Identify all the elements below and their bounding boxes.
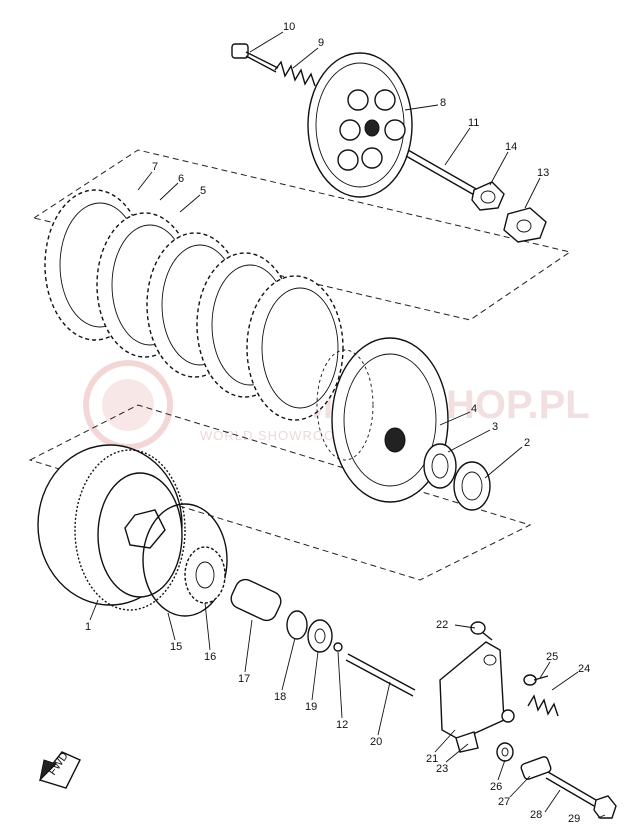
callout-1: 1 — [85, 621, 91, 633]
leader-lines — [89, 31, 606, 819]
callout-6: 6 — [178, 173, 184, 185]
washer-18 — [286, 610, 308, 640]
callout-29: 29 — [568, 813, 580, 824]
nut-29 — [593, 795, 617, 819]
callout-10: 10 — [283, 21, 295, 33]
screw-25 — [523, 674, 549, 686]
callout-8: 8 — [440, 97, 446, 109]
spring-bolt — [231, 43, 279, 73]
adjust-screw-28 — [545, 771, 597, 807]
clutch-spring — [274, 60, 316, 87]
clutch-boss — [316, 337, 449, 503]
callout-9: 9 — [318, 37, 324, 49]
washer-3 — [423, 443, 457, 489]
callout-labels: 10 9 8 11 14 13 7 6 5 4 3 2 1 15 16 17 1… — [85, 21, 590, 824]
watermark-logo-core — [102, 379, 154, 431]
o-ring-15 — [142, 503, 228, 617]
callout-19: 19 — [305, 701, 317, 713]
top-group-outline — [32, 149, 572, 321]
bracket-23 — [455, 731, 479, 753]
callout-26: 26 — [490, 781, 502, 793]
thrust-plate-2 — [453, 461, 491, 511]
callout-23: 23 — [436, 763, 448, 775]
gear-16 — [184, 546, 226, 604]
screw-22 — [470, 621, 493, 641]
callout-25: 25 — [546, 651, 558, 663]
callout-11: 11 — [468, 117, 479, 129]
push-rod-20 — [345, 653, 416, 697]
ball-12 — [333, 642, 343, 652]
callout-20: 20 — [370, 736, 382, 748]
callout-7: 7 — [152, 161, 158, 173]
adjuster-27 — [520, 756, 552, 780]
spring-24 — [527, 694, 559, 717]
push-rod-assembly — [405, 149, 547, 243]
callout-15: 15 — [170, 641, 182, 653]
callout-16: 16 — [204, 651, 216, 663]
pressure-plate — [307, 52, 413, 198]
callout-13: 13 — [537, 167, 549, 179]
callout-21: 21 — [426, 753, 438, 765]
callout-28: 28 — [530, 809, 542, 821]
callout-2: 2 — [524, 437, 530, 449]
push-lever-cover — [439, 641, 515, 741]
clutch-housing — [37, 444, 186, 611]
callout-5: 5 — [200, 185, 206, 197]
bottom-group-outline — [28, 404, 532, 581]
callout-12: 12 — [336, 719, 348, 731]
collar-17 — [230, 578, 282, 622]
callout-27: 27 — [498, 796, 510, 808]
washer-26 — [496, 742, 514, 762]
callout-14: 14 — [505, 141, 517, 153]
callout-4: 4 — [471, 403, 477, 415]
washer-19 — [307, 619, 333, 653]
callout-24: 24 — [578, 663, 590, 675]
callout-22: 22 — [436, 619, 448, 631]
friction-plate-stack — [44, 189, 344, 421]
callout-18: 18 — [274, 691, 286, 703]
callout-17: 17 — [238, 673, 250, 685]
callout-3: 3 — [492, 421, 498, 433]
fwd-arrow: FWD — [38, 750, 81, 789]
